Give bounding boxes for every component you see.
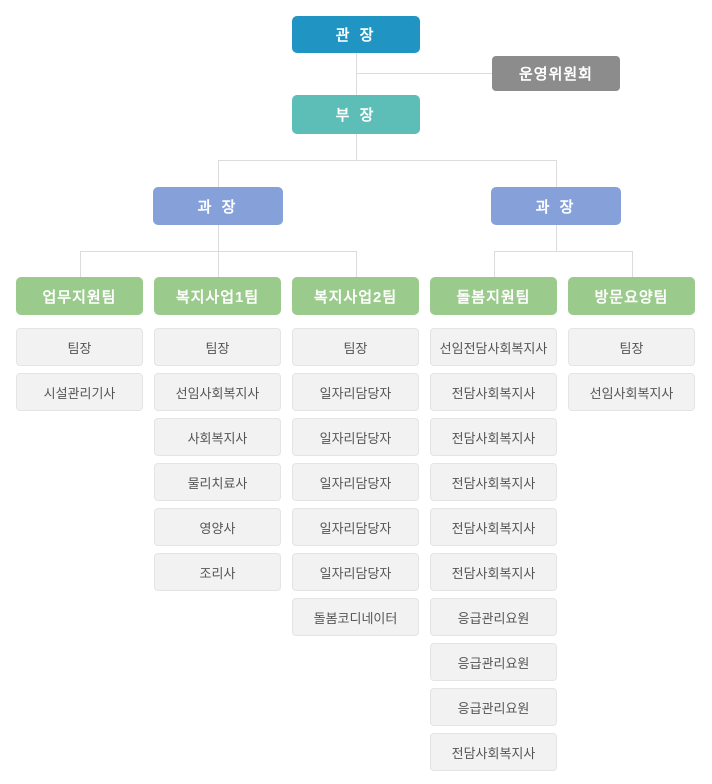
member-box: 전담사회복지사 <box>430 373 557 411</box>
team-header: 업무지원팀 <box>16 277 143 315</box>
connector-line <box>218 160 219 187</box>
member-box: 팀장 <box>292 328 419 366</box>
member-box: 전담사회복지사 <box>430 733 557 771</box>
member-box: 팀장 <box>16 328 143 366</box>
member-box: 선임사회복지사 <box>154 373 281 411</box>
connector-line <box>356 53 357 95</box>
connector-line <box>556 160 557 187</box>
manager-right-box: 과 장 <box>491 187 621 225</box>
member-box: 응급관리요원 <box>430 688 557 726</box>
member-box: 팀장 <box>568 328 695 366</box>
connector-line <box>632 251 633 277</box>
connector-line <box>356 73 492 74</box>
department-head-box: 부 장 <box>292 95 420 134</box>
connector-line <box>494 251 495 277</box>
member-box: 돌봄코디네이터 <box>292 598 419 636</box>
member-box: 응급관리요원 <box>430 643 557 681</box>
team-column-5: 방문요양팀 팀장 선임사회복지사 <box>568 277 695 418</box>
director-box: 관 장 <box>292 16 420 53</box>
connector-line <box>218 225 219 251</box>
team-column-2: 복지사업1팀 팀장 선임사회복지사 사회복지사 물리치료사 영양사 조리사 <box>154 277 281 598</box>
team-header: 돌봄지원팀 <box>430 277 557 315</box>
team-column-3: 복지사업2팀 팀장 일자리담당자 일자리담당자 일자리담당자 일자리담당자 일자… <box>292 277 419 643</box>
connector-line <box>80 251 81 277</box>
member-box: 팀장 <box>154 328 281 366</box>
member-box: 전담사회복지사 <box>430 463 557 501</box>
member-box: 영양사 <box>154 508 281 546</box>
member-box: 조리사 <box>154 553 281 591</box>
member-box: 선임전담사회복지사 <box>430 328 557 366</box>
connector-line <box>356 134 357 160</box>
member-box: 전담사회복지사 <box>430 553 557 591</box>
team-header: 복지사업2팀 <box>292 277 419 315</box>
member-box: 일자리담당자 <box>292 508 419 546</box>
member-box: 일자리담당자 <box>292 463 419 501</box>
member-box: 사회복지사 <box>154 418 281 456</box>
connector-line <box>356 251 357 277</box>
member-box: 응급관리요원 <box>430 598 557 636</box>
team-header: 방문요양팀 <box>568 277 695 315</box>
connector-line <box>556 225 557 251</box>
team-column-1: 업무지원팀 팀장 시설관리기사 <box>16 277 143 418</box>
member-box: 물리치료사 <box>154 463 281 501</box>
member-box: 시설관리기사 <box>16 373 143 411</box>
team-header: 복지사업1팀 <box>154 277 281 315</box>
member-box: 선임사회복지사 <box>568 373 695 411</box>
connector-line <box>218 160 557 161</box>
connector-line <box>494 251 632 252</box>
connector-line <box>218 251 219 277</box>
member-box: 전담사회복지사 <box>430 418 557 456</box>
member-box: 일자리담당자 <box>292 553 419 591</box>
member-box: 전담사회복지사 <box>430 508 557 546</box>
manager-left-box: 과 장 <box>153 187 283 225</box>
team-column-4: 돌봄지원팀 선임전담사회복지사 전담사회복지사 전담사회복지사 전담사회복지사 … <box>430 277 557 778</box>
member-box: 일자리담당자 <box>292 373 419 411</box>
member-box: 일자리담당자 <box>292 418 419 456</box>
committee-box: 운영위원회 <box>492 56 620 91</box>
